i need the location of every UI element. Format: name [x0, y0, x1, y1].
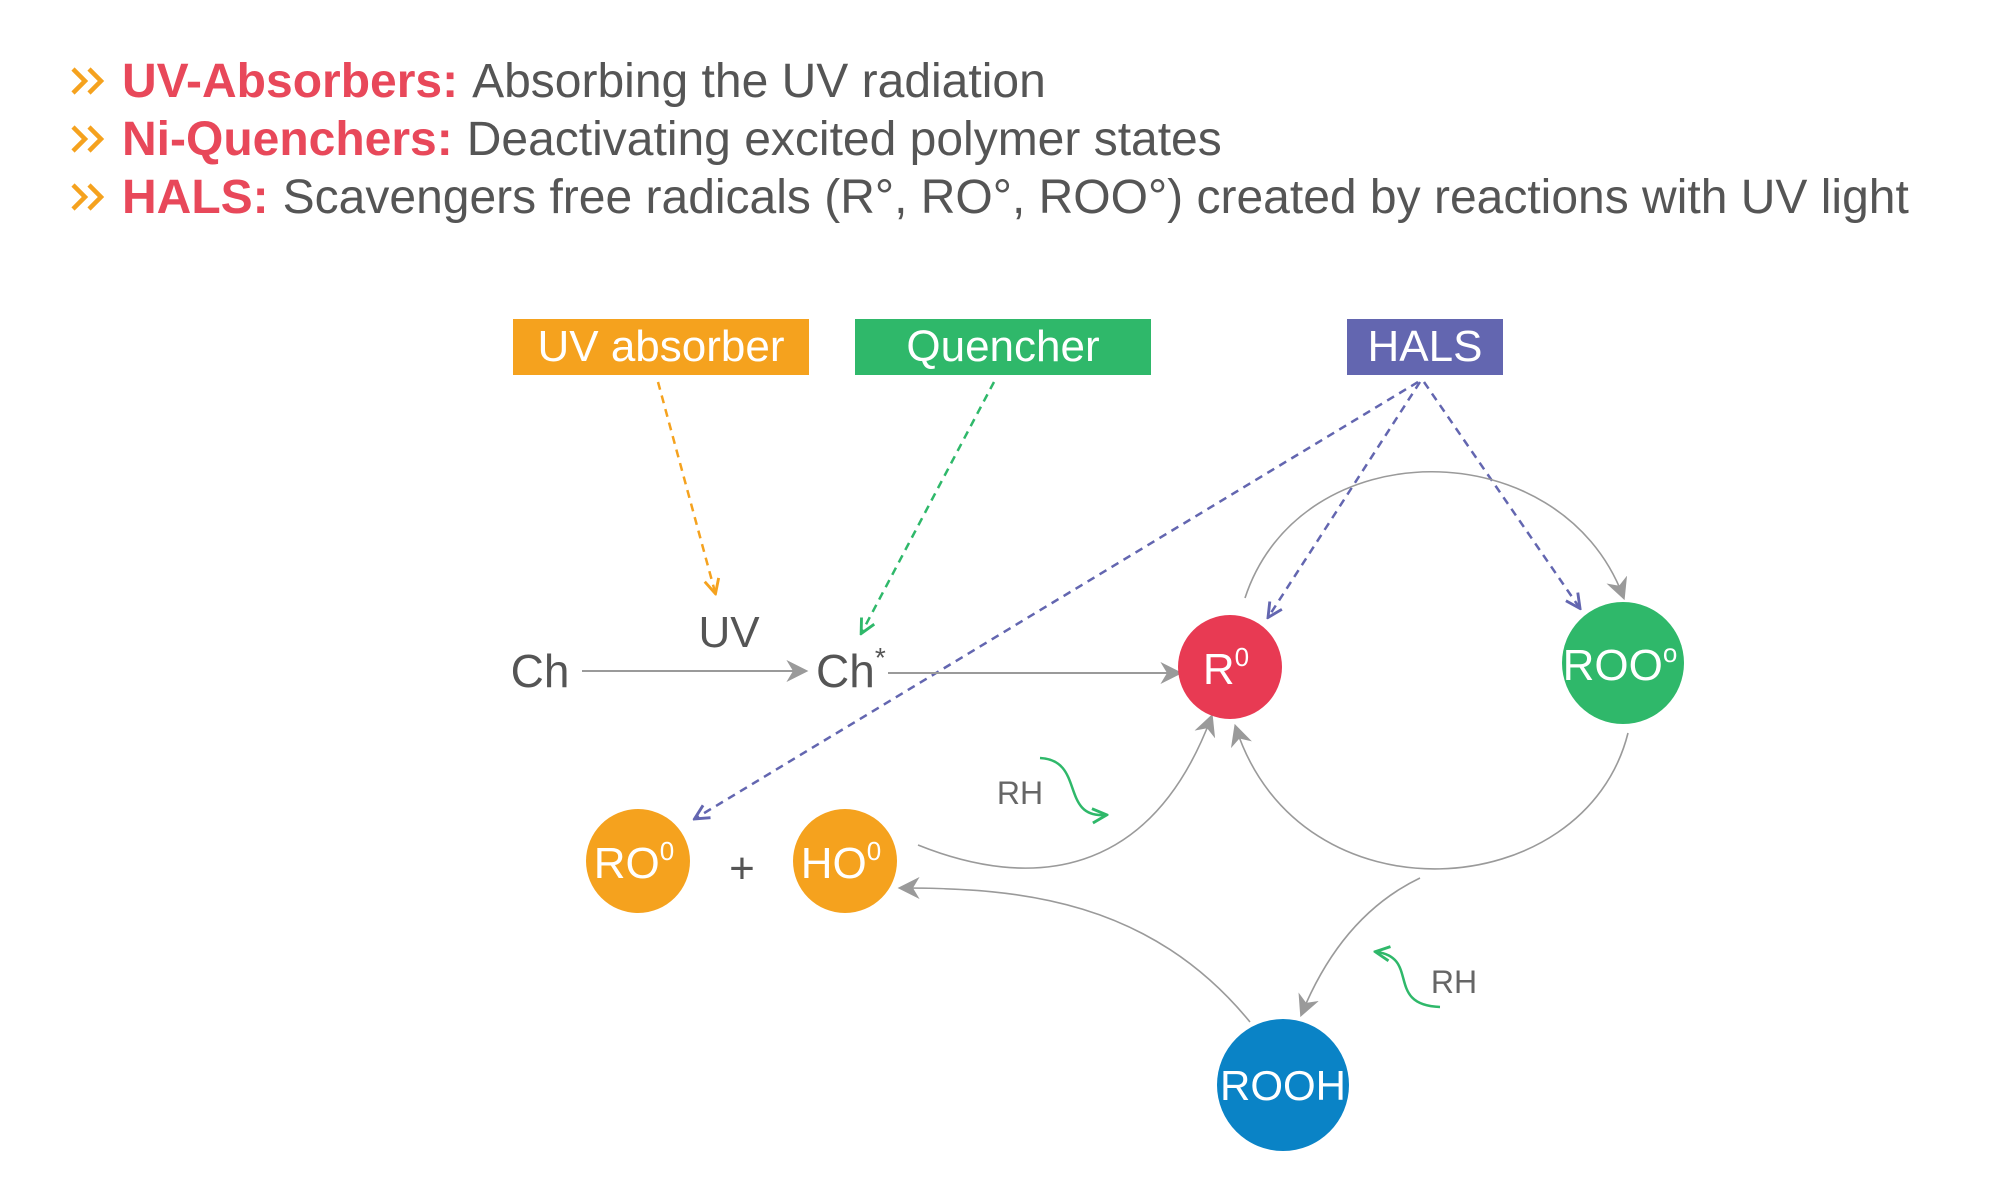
uv-absorber-box: UV absorber: [513, 319, 809, 375]
bullet-term: Ni-Quenchers:: [122, 112, 453, 166]
hals-arrow-roo: [1422, 381, 1579, 607]
ro-radical-node: RO0: [586, 809, 690, 913]
quencher-box: Quencher: [855, 319, 1151, 375]
rh-label-lower: RH: [1431, 964, 1477, 1000]
quencher-arrow: [862, 381, 996, 632]
ch-label: Ch: [511, 645, 570, 697]
bullet-description: Deactivating excited polymer states: [466, 112, 1222, 166]
ro-radical-label: RO0: [594, 836, 674, 888]
hals-arrow-ro: [696, 380, 1419, 818]
r-to-roo-arc: [1244, 471, 1628, 601]
hals-label: HALS: [1368, 322, 1483, 371]
rooh-label: ROOH: [1220, 1062, 1346, 1109]
ho-to-r-arrow: [917, 713, 1216, 869]
uv-absorber-label: UV absorber: [537, 322, 784, 371]
ch-star-label: Ch*: [816, 642, 886, 697]
bullet-uv-absorbers: UV-Absorbers: Absorbing the UV radiation: [70, 52, 1909, 110]
r-radical-label: R0: [1203, 642, 1249, 694]
bullet-description: Absorbing the UV radiation: [472, 54, 1046, 108]
cycle-to-rooh-arrow: [1298, 877, 1421, 1018]
plus-sign: +: [729, 844, 755, 893]
double-chevron-icon: [71, 125, 105, 153]
quencher-label: Quencher: [906, 322, 1099, 371]
uv-absorber-arrow: [656, 381, 715, 592]
roo-to-r-arc: [1231, 723, 1629, 870]
rooh-node: ROOH: [1217, 1019, 1349, 1151]
rh-arrow-lower: [1377, 952, 1441, 1009]
bullet-description: Scavengers free radicals (R°, RO°, ROO°)…: [282, 170, 1909, 224]
rooh-to-ho-arrow: [897, 877, 1251, 1023]
ho-radical-node: HO0: [793, 809, 897, 913]
rh-arrow-upper: [1039, 756, 1105, 815]
hals-arrow-r: [1269, 381, 1422, 616]
roo-radical-node: ROOo: [1562, 602, 1684, 724]
bullet-list: UV-Absorbers: Absorbing the UV radiation…: [70, 52, 1909, 226]
ho-radical-label: HO0: [801, 836, 881, 888]
roo-radical-label: ROOo: [1563, 638, 1678, 690]
bullet-term: HALS:: [122, 170, 269, 224]
r-radical-node: R0: [1178, 615, 1282, 719]
bullet-hals: HALS: Scavengers free radicals (R°, RO°,…: [70, 168, 1909, 226]
bullet-ni-quenchers: Ni-Quenchers: Deactivating excited polym…: [70, 110, 1909, 168]
hals-box: HALS: [1347, 319, 1503, 375]
uv-label: UV: [698, 608, 760, 657]
rh-label-upper: RH: [997, 775, 1043, 811]
double-chevron-icon: [71, 183, 105, 211]
double-chevron-icon: [71, 67, 105, 95]
bullet-term: UV-Absorbers:: [122, 54, 459, 108]
